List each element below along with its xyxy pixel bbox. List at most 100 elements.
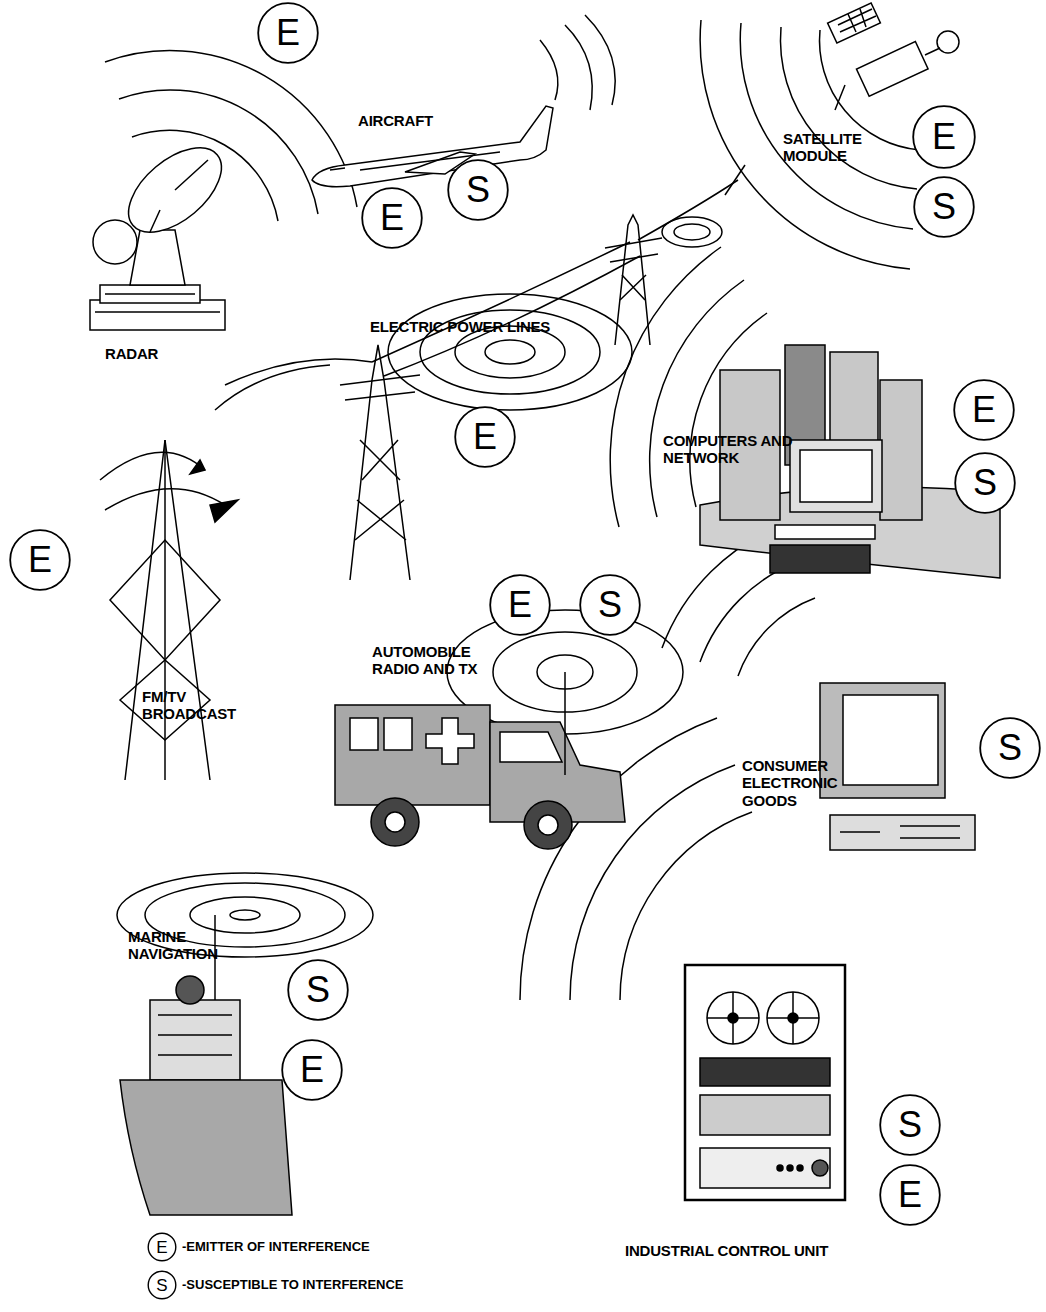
ei-circle: E: [879, 1164, 941, 1226]
broadcast-tower-part: [210, 500, 238, 522]
ei-circle: E: [257, 2, 319, 64]
ambulance-truck-part: [524, 801, 572, 849]
industrial-unit-part: [700, 1058, 830, 1086]
ei-letter: S: [898, 1107, 922, 1143]
computer-system-part: [880, 380, 922, 520]
broadcast-tower-part: [105, 489, 225, 510]
field-rings-part: [388, 294, 632, 410]
ei-letter: E: [28, 542, 52, 578]
satellite-drawing-part: [856, 42, 928, 97]
ei-letter: E: [508, 587, 532, 623]
consumer-goods-part: [840, 826, 960, 838]
wave-arcs-part: [738, 598, 815, 676]
radar-dish-part: [93, 220, 137, 264]
computer-system-part: [800, 450, 872, 502]
ei-letter: S: [598, 587, 622, 623]
ei-letter: S: [466, 172, 490, 208]
item-label: SATELLITE MODULE: [783, 130, 901, 165]
circle-outline: [955, 453, 1015, 513]
power-towers-part: [384, 256, 640, 376]
consumer-goods: [820, 683, 975, 850]
ei-letter: E: [300, 1052, 324, 1088]
computer-system-part: [790, 440, 882, 512]
circle-outline: [880, 1165, 940, 1225]
ei-circle: S: [287, 959, 349, 1021]
circle-outline: [954, 380, 1014, 440]
ei-circle: S: [954, 452, 1016, 514]
industrial-unit-part: [685, 965, 845, 1200]
item-label: FM/TV BROADCAST: [142, 688, 274, 723]
ambulance-truck-part: [371, 798, 419, 846]
wave-arcs-part: [700, 560, 802, 662]
ei-circle: E: [489, 574, 551, 636]
ei-circle: S: [979, 717, 1041, 779]
ei-circle: S: [579, 574, 641, 636]
ei-letter: E: [156, 1239, 167, 1256]
wave-arcs: [105, 15, 920, 1000]
consumer-goods-part: [843, 695, 938, 785]
ei-circle: E: [281, 1039, 343, 1101]
ei-circle: S: [447, 159, 509, 221]
ei-circle: S: [879, 1094, 941, 1156]
broadcast-tower-part: [125, 440, 210, 780]
ei-letter: S: [156, 1277, 167, 1294]
power-towers-part: [615, 215, 650, 345]
wave-arcs-part: [225, 359, 372, 385]
ambulance-truck-part: [350, 718, 378, 750]
item-label: RADAR: [105, 345, 205, 362]
broadcast-tower: [100, 440, 238, 780]
ei-letter: E: [276, 15, 300, 51]
broadcast-tower-part: [100, 452, 205, 480]
ship-drawing: [120, 915, 292, 1215]
field-rings-part: [674, 224, 710, 240]
circle-outline: [914, 177, 974, 237]
aircraft-drawing: [312, 106, 553, 187]
ei-letter: E: [972, 392, 996, 428]
circle-outline: [580, 575, 640, 635]
ship-drawing-part: [176, 976, 204, 1004]
circle-outline: [448, 160, 508, 220]
item-label: AIRCRAFT: [358, 112, 508, 129]
circle-outline: [455, 407, 515, 467]
item-label: MARINE NAVIGATION: [128, 928, 260, 963]
power-towers-part: [355, 440, 406, 540]
ei-letter: E: [932, 119, 956, 155]
satellite-drawing-part: [725, 165, 745, 195]
circle-outline: [490, 575, 550, 635]
item-label: AUTOMOBILE RADIO AND TX: [372, 643, 520, 678]
field-rings-part: [190, 897, 300, 933]
circle-outline: [362, 188, 422, 248]
ei-letter: S: [998, 730, 1022, 766]
ei-letter: E: [380, 200, 404, 236]
satellite-drawing-part: [838, 9, 876, 32]
ei-circle: E: [454, 406, 516, 468]
satellite-drawing-part: [835, 48, 940, 110]
power-towers-part: [620, 275, 646, 300]
ei-letter: E: [473, 419, 497, 455]
ship-drawing-part: [120, 1080, 292, 1215]
computer-system-part: [830, 352, 878, 452]
ei-circle: E: [912, 105, 976, 169]
industrial-unit: [685, 965, 845, 1200]
circle-outline: [10, 530, 70, 590]
item-label: ELECTRIC POWER LINES: [370, 318, 690, 335]
ambulance-truck-part: [538, 815, 558, 835]
ambulance-truck-part: [500, 732, 562, 762]
ei-letter: E: [898, 1177, 922, 1213]
ei-circle: E: [361, 187, 423, 249]
satellite-drawing: [725, 3, 959, 195]
broadcast-tower-part: [164, 440, 166, 780]
industrial-unit-part: [707, 992, 819, 1044]
industrial-unit-part: [777, 1165, 783, 1171]
broadcast-tower-part: [190, 460, 205, 474]
ei-circle: E: [147, 1232, 177, 1262]
computer-system: [700, 345, 1000, 578]
item-label: CONSUMER ELECTRONIC GOODS: [742, 757, 868, 809]
wave-arcs-part: [540, 40, 558, 100]
power-towers-part: [638, 180, 738, 240]
consumer-goods-part: [830, 815, 975, 850]
ambulance-truck: [335, 672, 625, 849]
legend-text: -EMITTER OF INTERFERENCE: [182, 1239, 370, 1254]
radar-dish-part: [90, 300, 225, 330]
